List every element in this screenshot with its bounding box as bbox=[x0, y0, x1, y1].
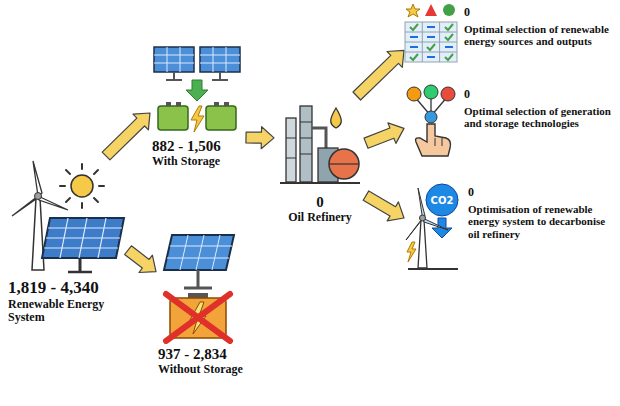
node-icon bbox=[278, 98, 362, 186]
value-number: 0 bbox=[316, 194, 324, 211]
node-icon bbox=[404, 2, 458, 64]
flow-arrow bbox=[102, 113, 150, 160]
node-icon bbox=[158, 232, 238, 344]
flow-arrow bbox=[353, 50, 404, 100]
node-icon: CO2 bbox=[404, 182, 462, 272]
result-group: 0Oil Refinery bbox=[274, 96, 366, 227]
result-group: 937 - 2,834Without Storage bbox=[156, 230, 256, 379]
result-group: 0Optimal selection of renewable energy s… bbox=[404, 2, 616, 64]
value-number: 0 bbox=[464, 88, 614, 102]
caption-label: Optimal selection of renewable energy so… bbox=[464, 23, 614, 48]
value-number: 882 - 1,506 bbox=[152, 138, 221, 155]
node-icon bbox=[152, 44, 242, 136]
result-group: 882 - 1,506With Storage bbox=[150, 42, 246, 171]
value-number: 0 bbox=[468, 186, 616, 200]
flow-arrow bbox=[363, 191, 404, 221]
flow-arrow bbox=[125, 246, 156, 273]
caption-label: Optimal selection of generation and stor… bbox=[464, 105, 614, 130]
flow-arrow bbox=[364, 123, 404, 148]
caption-label: Oil Refinery bbox=[288, 211, 352, 225]
result-group: CO2 0Optimisation of renewable energy sys… bbox=[404, 182, 616, 272]
co2-label: CO2 bbox=[431, 195, 454, 206]
result-group: 1,819 - 4,340Renewable Energy System bbox=[6, 156, 128, 327]
value-number: 1,819 - 4,340 bbox=[8, 278, 99, 298]
caption-label: With Storage bbox=[152, 155, 220, 169]
result-group: 0Optimal selection of generation and sto… bbox=[404, 84, 616, 158]
caption-label: Renewable Energy System bbox=[8, 298, 126, 326]
node-icon bbox=[8, 158, 128, 276]
caption-label: Without Storage bbox=[158, 363, 243, 377]
node-icon bbox=[404, 84, 458, 158]
caption-label: Optimisation of renewable energy system … bbox=[468, 203, 616, 241]
value-number: 937 - 2,834 bbox=[158, 346, 227, 363]
flow-arrow bbox=[246, 127, 274, 149]
value-number: 0 bbox=[464, 6, 614, 20]
